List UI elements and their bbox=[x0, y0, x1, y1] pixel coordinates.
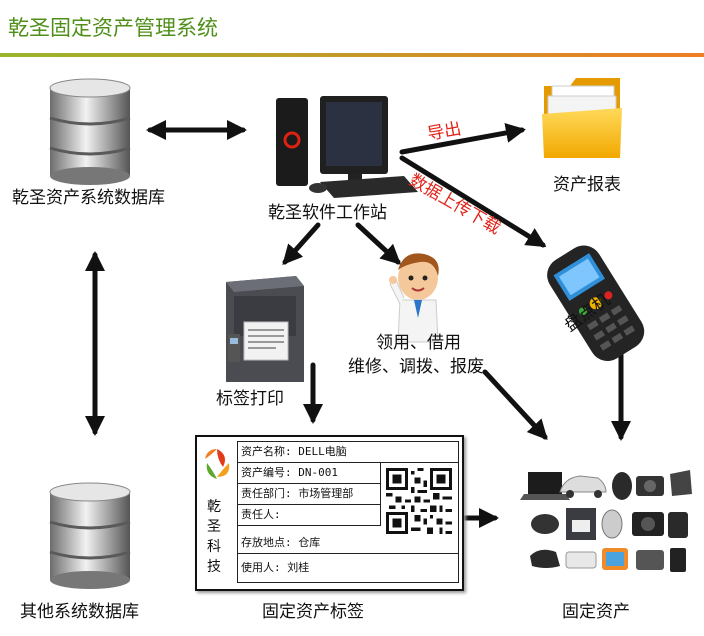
arrow-upload-download bbox=[399, 155, 547, 248]
node-label-printer: 标签打印 bbox=[216, 389, 284, 409]
computer-icon bbox=[276, 96, 418, 198]
headphones-icon bbox=[531, 514, 559, 534]
folder-icon bbox=[542, 78, 622, 158]
arrow-to-staff bbox=[355, 222, 401, 265]
node-label-staff-line1: 领用、借用 bbox=[376, 333, 461, 353]
company-logo-icon bbox=[205, 449, 230, 479]
page-title: 乾圣固定资产管理系统 bbox=[8, 16, 218, 40]
projector-icon bbox=[636, 550, 664, 570]
label-field-location: 存放地点: 仓库 bbox=[238, 533, 458, 554]
arrow-export bbox=[399, 123, 526, 155]
database-icon bbox=[49, 482, 131, 589]
phone-icon bbox=[670, 548, 686, 572]
node-label-main-database: 乾圣资产系统数据库 bbox=[12, 188, 165, 208]
phone-icon bbox=[670, 470, 692, 496]
label-field-asset-number: 资产编号: DN-001 bbox=[238, 463, 381, 484]
handheld-terminal-icon bbox=[547, 245, 645, 362]
label-field-user: 使用人: 刘桂 bbox=[241, 561, 310, 574]
mouse-icon bbox=[612, 472, 632, 500]
staff-person-icon bbox=[389, 253, 439, 343]
node-label-fixed-assets: 固定资产 bbox=[562, 602, 630, 622]
assets-icons bbox=[520, 470, 692, 572]
node-label-asset-label: 固定资产标签 bbox=[262, 602, 364, 622]
node-label-other-database: 其他系统数据库 bbox=[20, 602, 139, 622]
device-icon bbox=[565, 551, 597, 569]
label-field-owner: 责任人: bbox=[238, 505, 381, 526]
car-icon bbox=[559, 475, 607, 493]
qr-code-icon bbox=[386, 468, 452, 534]
label-field-asset-name: 资产名称: DELL电脑 bbox=[238, 442, 458, 463]
node-label-report: 资产报表 bbox=[553, 175, 621, 195]
arrow-to-printer bbox=[282, 222, 321, 265]
label-fields: 资产名称: DELL电脑 资产编号: DN-001 责任部门: 市场管理部 责任… bbox=[237, 441, 459, 583]
company-name: 乾圣科技 bbox=[207, 499, 221, 575]
printer-icon bbox=[226, 276, 304, 382]
database-icon bbox=[49, 78, 131, 185]
phone-icon bbox=[668, 512, 688, 538]
mouse-icon bbox=[601, 509, 623, 539]
laptop-icon bbox=[528, 472, 562, 494]
bag-icon bbox=[530, 549, 560, 568]
asset-label-card: 乾圣科技 资产名称: DELL电脑 资产编号: DN-001 责任部门: 市场管… bbox=[195, 435, 464, 591]
node-label-staff-line2: 维修、调拨、报废 bbox=[348, 357, 484, 377]
label-field-department: 责任部门: 市场管理部 bbox=[238, 484, 381, 505]
arrow-staff-assets bbox=[482, 369, 548, 440]
node-label-workstation: 乾圣软件工作站 bbox=[268, 203, 387, 223]
title-underline bbox=[0, 53, 704, 57]
